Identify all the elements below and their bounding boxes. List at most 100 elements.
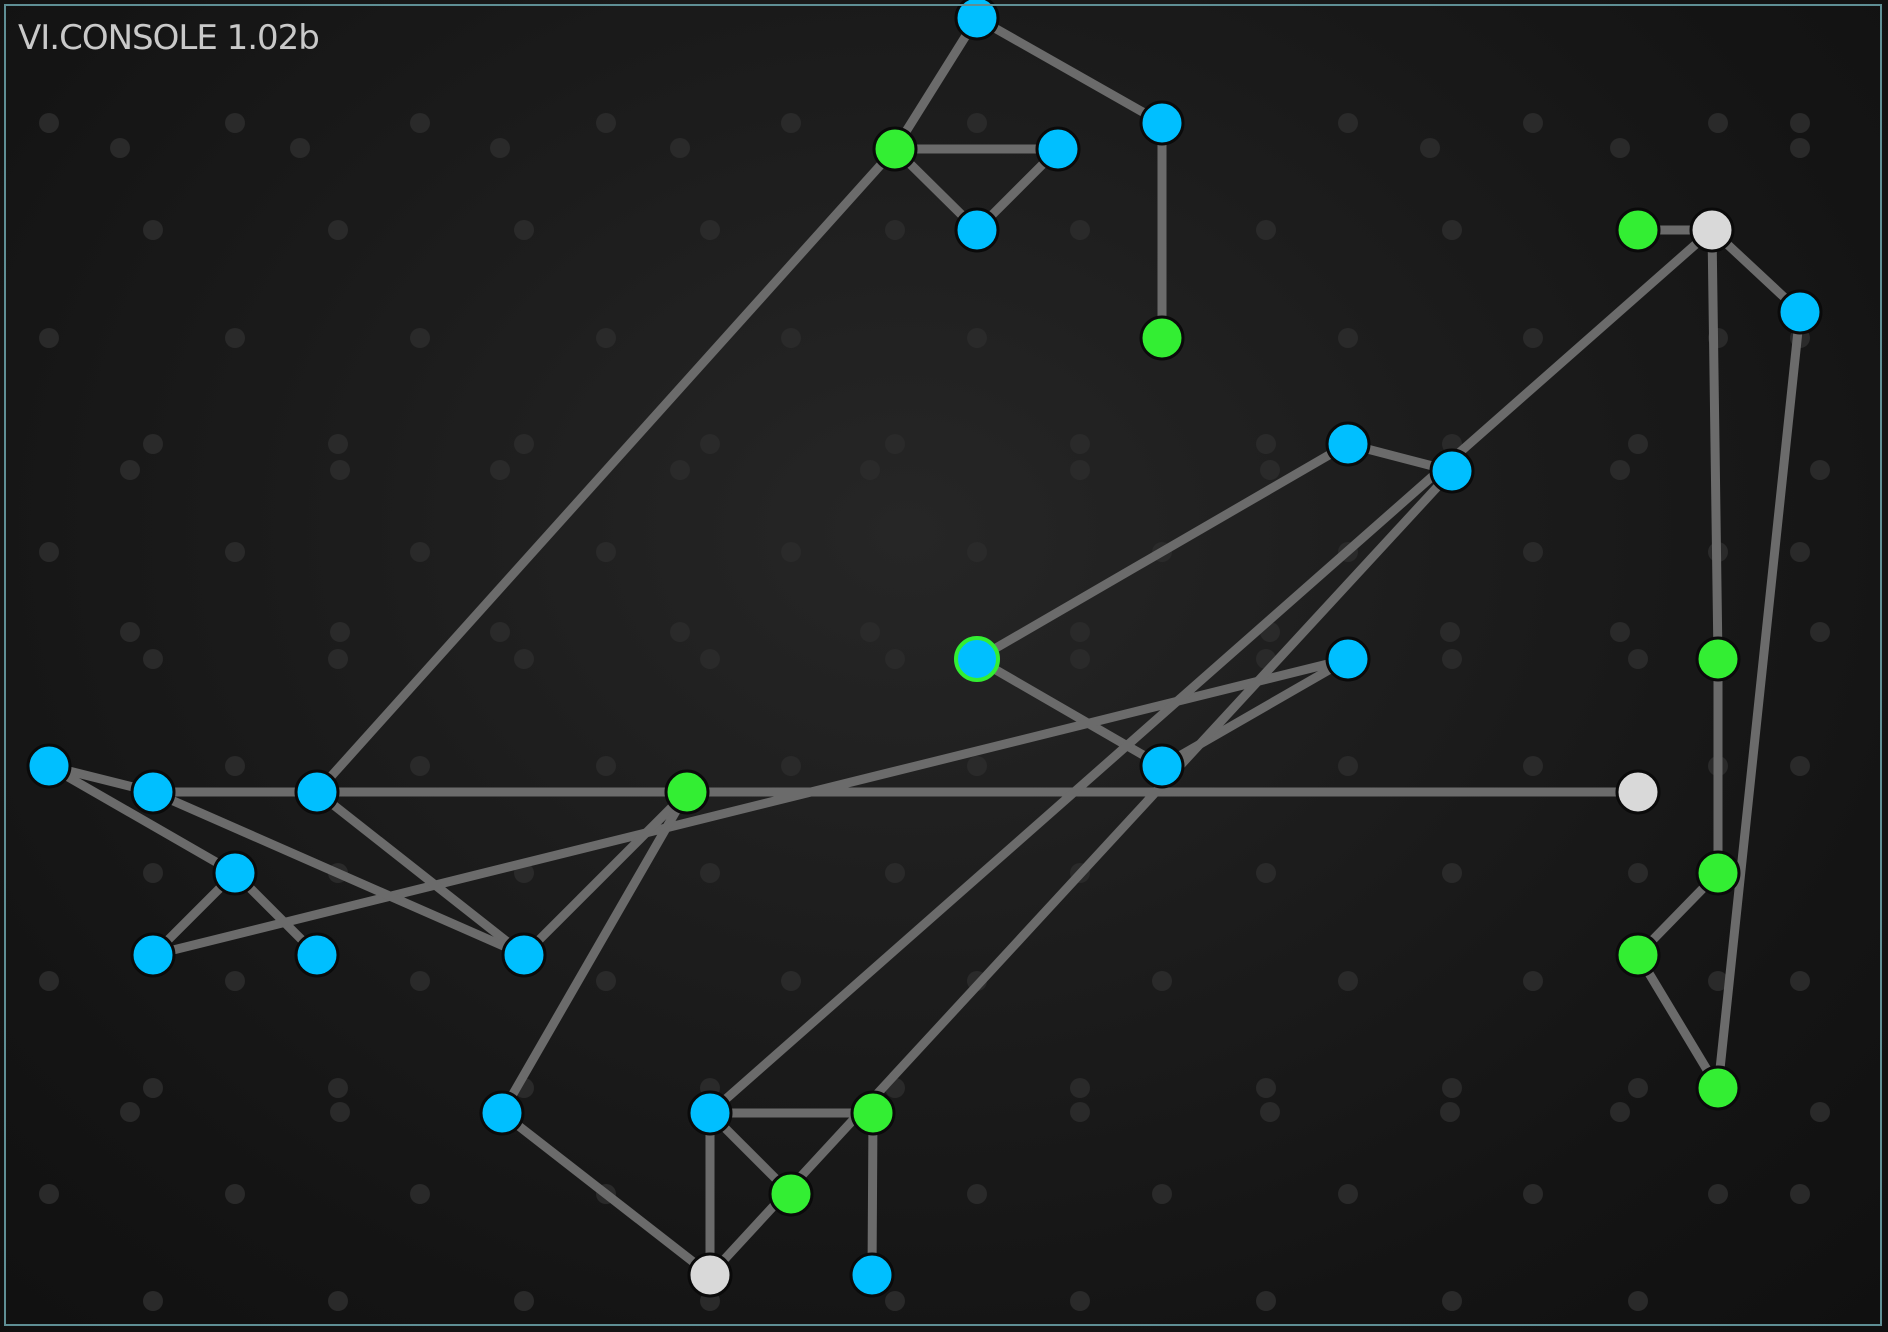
- grid-dot: [860, 460, 880, 480]
- grid-dot: [1260, 460, 1280, 480]
- grid-dot: [885, 220, 905, 240]
- node-blue-icon[interactable]: [26, 743, 72, 789]
- grid-dot: [1152, 1184, 1172, 1204]
- node-blue-icon[interactable]: [1325, 636, 1371, 682]
- grid-dot: [1338, 756, 1358, 776]
- grid-dot: [781, 328, 801, 348]
- grid-dot: [1070, 1078, 1090, 1098]
- node-green-icon[interactable]: [1695, 1065, 1741, 1111]
- node-green-icon[interactable]: [1695, 850, 1741, 896]
- connection-lines: [44, 13, 1805, 1280]
- grid-dot: [1790, 542, 1810, 562]
- node-blue-icon[interactable]: [954, 636, 1000, 682]
- grid-dot: [1442, 1291, 1462, 1311]
- grid-dot: [490, 460, 510, 480]
- grid-dot: [1338, 1184, 1358, 1204]
- node-blue-icon[interactable]: [1035, 126, 1081, 172]
- node-green-icon[interactable]: [768, 1171, 814, 1217]
- node-white-icon[interactable]: [1689, 207, 1735, 253]
- grid-dots: [39, 113, 1830, 1311]
- grid-dot: [1070, 1291, 1090, 1311]
- grid-dot: [490, 622, 510, 642]
- grid-dot: [1256, 863, 1276, 883]
- connection-line: [312, 144, 900, 797]
- connection-line: [497, 1108, 715, 1280]
- grid-dot: [781, 756, 801, 776]
- node-blue-icon[interactable]: [1139, 100, 1185, 146]
- grid-dot: [781, 542, 801, 562]
- grid-dot: [1152, 971, 1172, 991]
- grid-dot: [225, 542, 245, 562]
- node-white-icon[interactable]: [687, 1252, 733, 1298]
- grid-dot: [1610, 460, 1630, 480]
- grid-dot: [1810, 460, 1830, 480]
- node-blue-icon[interactable]: [1777, 289, 1823, 335]
- grid-dot: [328, 434, 348, 454]
- node-blue-icon[interactable]: [954, 0, 1000, 41]
- grid-dot: [143, 863, 163, 883]
- node-blue-icon[interactable]: [294, 932, 340, 978]
- grid-dot: [410, 756, 430, 776]
- grid-dot: [670, 138, 690, 158]
- grid-dot: [490, 138, 510, 158]
- node-blue-icon[interactable]: [479, 1090, 525, 1136]
- grid-dot: [967, 328, 987, 348]
- node-green-icon[interactable]: [872, 126, 918, 172]
- grid-dot: [1628, 1291, 1648, 1311]
- grid-dot: [1070, 220, 1090, 240]
- node-green-icon[interactable]: [850, 1090, 896, 1136]
- connection-line: [1713, 307, 1805, 1093]
- node-blue-icon[interactable]: [954, 207, 1000, 253]
- grid-dot: [225, 756, 245, 776]
- grid-dot: [514, 649, 534, 669]
- connection-line: [867, 1108, 878, 1280]
- grid-dot: [596, 328, 616, 348]
- node-green-icon[interactable]: [1139, 315, 1185, 361]
- node-green-icon[interactable]: [664, 769, 710, 815]
- grid-dot: [1790, 138, 1810, 158]
- grid-dot: [514, 1291, 534, 1311]
- grid-dot: [1070, 622, 1090, 642]
- grid-dot: [670, 622, 690, 642]
- grid-dot: [39, 1184, 59, 1204]
- grid-dot: [967, 756, 987, 776]
- node-blue-icon[interactable]: [294, 769, 340, 815]
- grid-dot: [596, 542, 616, 562]
- grid-dot: [290, 138, 310, 158]
- connection-line: [312, 787, 529, 960]
- grid-dot: [596, 113, 616, 133]
- grid-dot: [1070, 460, 1090, 480]
- grid-dot: [330, 460, 350, 480]
- grid-dot: [1790, 113, 1810, 133]
- node-blue-icon[interactable]: [130, 769, 176, 815]
- node-blue-icon[interactable]: [1139, 743, 1185, 789]
- node-blue-icon[interactable]: [687, 1090, 733, 1136]
- grid-dot: [1338, 971, 1358, 991]
- node-white-icon[interactable]: [1615, 769, 1661, 815]
- grid-dot: [328, 220, 348, 240]
- grid-dot: [143, 1291, 163, 1311]
- node-blue-icon[interactable]: [212, 850, 258, 896]
- grid-dot: [1810, 1102, 1830, 1122]
- node-blue-icon[interactable]: [849, 1252, 895, 1298]
- node-green-icon[interactable]: [1615, 932, 1661, 978]
- connection-line: [1633, 950, 1723, 1093]
- grid-dot: [110, 138, 130, 158]
- node-blue-icon[interactable]: [130, 932, 176, 978]
- node-green-icon[interactable]: [1695, 636, 1741, 682]
- grid-dot: [1338, 328, 1358, 348]
- connection-line: [705, 466, 1457, 1280]
- grid-dot: [514, 434, 534, 454]
- grid-dot: [967, 113, 987, 133]
- grid-dot: [1070, 434, 1090, 454]
- connection-line: [890, 13, 982, 154]
- node-blue-icon[interactable]: [1429, 448, 1475, 494]
- node-blue-icon[interactable]: [501, 932, 547, 978]
- grid-dot: [1523, 328, 1543, 348]
- connection-line: [705, 225, 1717, 1118]
- grid-dot: [1628, 649, 1648, 669]
- grid-dot: [1628, 434, 1648, 454]
- node-blue-icon[interactable]: [1325, 421, 1371, 467]
- node-green-icon[interactable]: [1615, 207, 1661, 253]
